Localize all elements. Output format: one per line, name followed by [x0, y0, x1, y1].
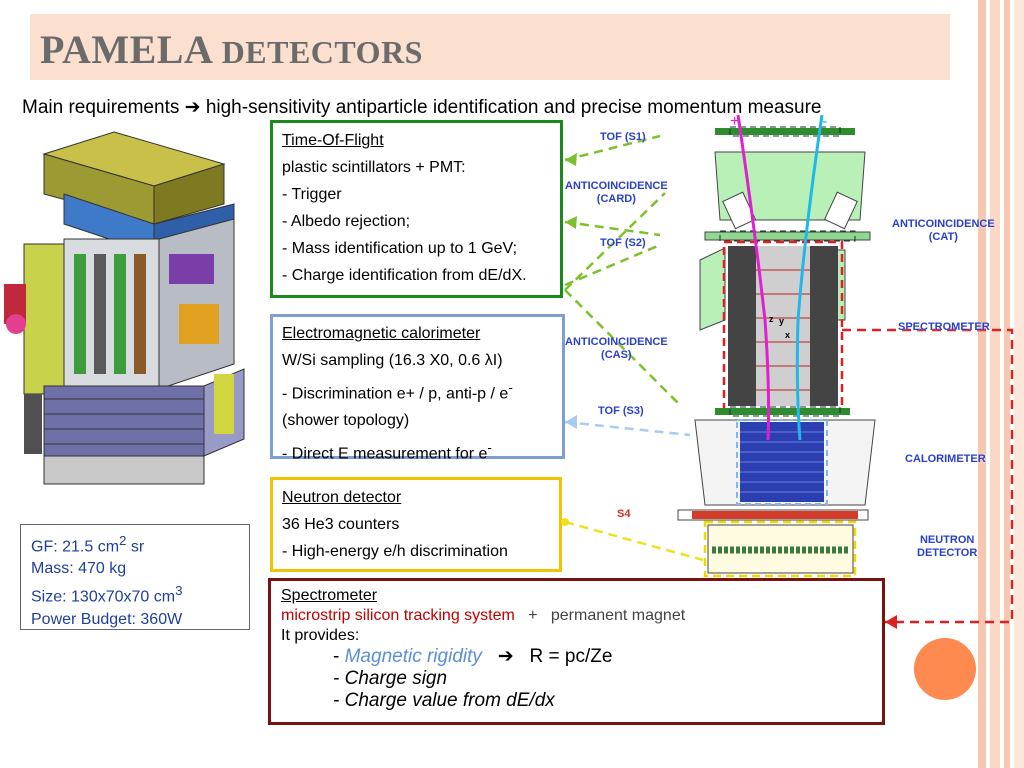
neutron-item: - High-energy e/h discrimination — [282, 543, 508, 560]
spec-header: Spectrometer — [281, 587, 378, 604]
tof-subheader: plastic scintillators + PMT: — [282, 159, 466, 176]
emc-item1-text: - Discrimination e+ / p, anti-p / e — [282, 385, 509, 403]
label-cat-line2: (CAT) — [928, 231, 958, 243]
label-s4: S4 — [617, 508, 631, 520]
minus-sign: - — [822, 113, 827, 130]
label-spectrometer: SPECTROMETER — [898, 321, 990, 333]
label-tof-s2: TOF (S2) — [600, 237, 646, 249]
tof-info-box: Time-Of-Flight plastic scintillators + P… — [270, 120, 563, 298]
spec-formula: R = pc/Ze — [529, 646, 613, 667]
spectrometer-info-box: Spectrometer microstrip silicon tracking… — [268, 578, 885, 725]
label-calorimeter: CALORIMETER — [905, 453, 986, 465]
tof-item-charge: - Charge identification from dE/dX. — [282, 267, 527, 284]
emc-item3-sup: - — [487, 440, 492, 456]
decorative-orange-circle — [914, 638, 976, 700]
spec-item-rigidity: - Magnetic rigidity ➔ R = pc/Ze — [281, 646, 882, 668]
title-main: PAMELA — [40, 27, 222, 72]
main-requirements: Main requirements ➔ high-sensitivity ant… — [22, 97, 822, 118]
spec-rigidity: Magnetic rigidity — [344, 646, 482, 667]
tof-item-albedo: - Albedo rejection; — [282, 213, 411, 230]
label-card-line1: ANTICOINCIDENCE — [565, 180, 668, 192]
label-card-line2: (CARD) — [596, 193, 636, 205]
size-sup: 3 — [175, 583, 183, 599]
tof-item-mass: - Mass identification up to 1 GeV; — [282, 240, 518, 257]
slide-title: PAMELA DETECTORS — [40, 26, 423, 73]
pamela-instrument-illustration — [4, 131, 245, 485]
tof-item-trigger: - Trigger — [282, 186, 342, 203]
label-cas-line2: (CAS) — [601, 349, 632, 361]
gf-unit: sr — [126, 538, 145, 556]
emc-item-discrimination: - Discrimination e+ / p, anti-p / e- — [282, 374, 562, 407]
gf-sup: 2 — [119, 533, 127, 548]
label-tof-s1: TOF (S1) — [600, 131, 646, 143]
label-card: ANTICOINCIDENCE(CARD) — [565, 180, 668, 206]
label-cas-line1: ANTICOINCIDENCE — [565, 336, 668, 348]
label-cat-line1: ANTICOINCIDENCE — [892, 218, 995, 230]
neutron-info-box: Neutron detector 36 He3 counters - High-… — [270, 477, 562, 572]
axis-z-label: z — [769, 314, 774, 324]
size-text: Size: 130x70x70 cm — [31, 588, 176, 606]
spec-size: Size: 130x70x70 cm3 — [31, 580, 249, 608]
emc-item-energy: - Direct E measurement for e- — [282, 434, 562, 467]
tof-header: Time-Of-Flight — [282, 132, 384, 149]
label-tof-s3: TOF (S3) — [598, 405, 644, 417]
spec-subheader: microstrip silicon tracking system + per… — [281, 606, 882, 626]
spec-plus: + — [528, 607, 538, 624]
emc-item3-text: - Direct E measurement for e — [282, 445, 488, 463]
spec-tracking: microstrip silicon tracking system — [281, 607, 515, 624]
label-neutron-line2: DETECTOR — [917, 547, 978, 559]
emc-subheader: W/Si sampling (16.3 X0, 0.6 λI) — [282, 352, 503, 369]
neutron-subheader: 36 He3 counters — [282, 516, 400, 533]
gf-text: GF: 21.5 cm — [31, 538, 120, 556]
emc-header: Electromagnetic calorimeter — [282, 325, 481, 342]
decorative-stripes — [978, 0, 1024, 768]
emc-item-shower: (shower topology) — [282, 412, 410, 430]
spec-provides: It provides: — [281, 627, 360, 644]
arrow-icon: ➔ — [497, 646, 514, 667]
spec-power: Power Budget: 360W — [31, 610, 183, 628]
spec-item-charge: - Charge value from dE/dx — [333, 690, 555, 711]
plus-sign: + — [730, 113, 739, 130]
spec-item-sign: - Charge sign — [333, 668, 448, 689]
calorimeter-info-box: Electromagnetic calorimeter W/Si samplin… — [270, 314, 565, 463]
title-bar — [30, 14, 950, 80]
spec-dash: - — [333, 646, 345, 667]
title-rest: DETECTORS — [221, 34, 423, 70]
label-neutron-line1: NEUTRON — [919, 534, 975, 546]
emc-item1-sup: - — [508, 380, 513, 395]
spec-mass: Mass: 470 kg — [31, 560, 127, 578]
neutron-header: Neutron detector — [282, 489, 402, 506]
label-cat: ANTICOINCIDENCE(CAT) — [892, 218, 995, 244]
axis-x-label: x — [785, 330, 790, 340]
label-cas: ANTICOINCIDENCE(CAS) — [565, 336, 668, 362]
axis-y-label: y — [779, 316, 784, 326]
spec-gf: GF: 21.5 cm2 sr — [31, 530, 249, 558]
spec-magnet: permanent magnet — [550, 607, 686, 624]
instrument-specs-box: GF: 21.5 cm2 sr Mass: 470 kg Size: 130x7… — [20, 524, 250, 630]
detector-schematic: z y x + - — [677, 113, 876, 578]
